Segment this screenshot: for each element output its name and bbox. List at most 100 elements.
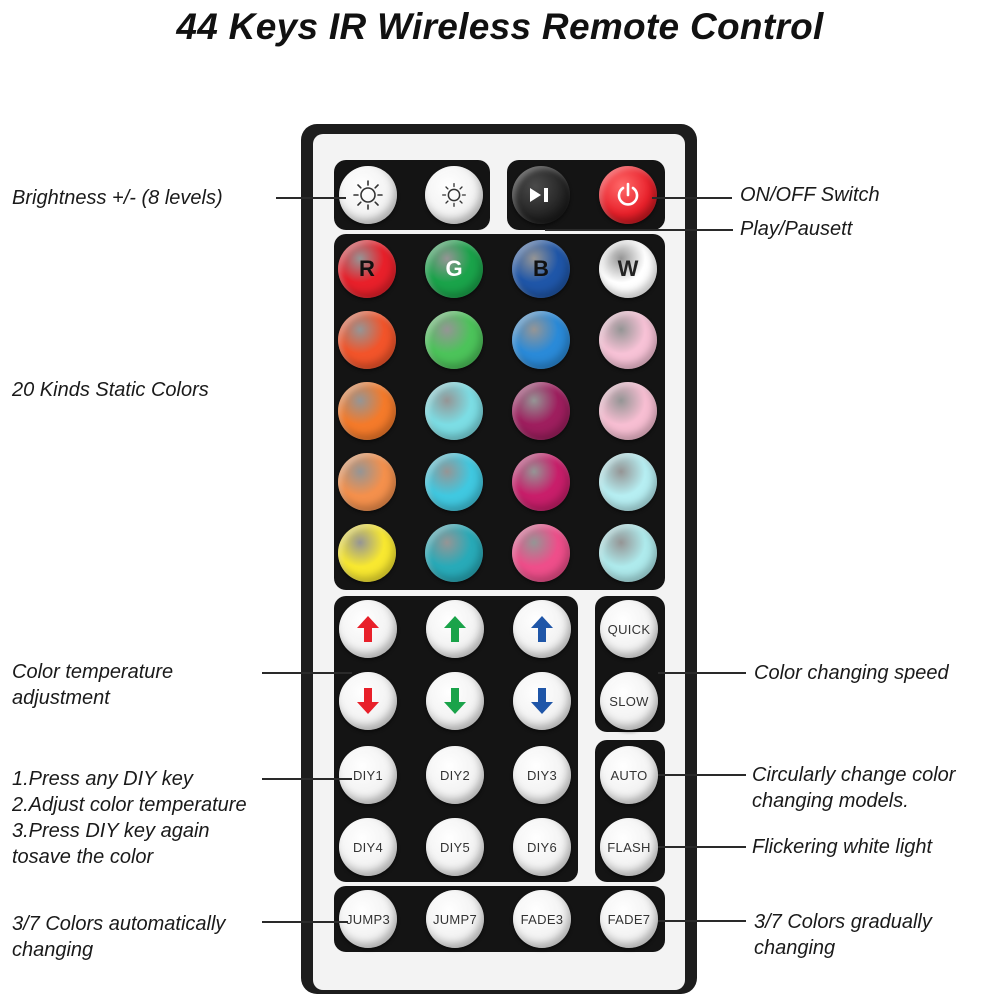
diy3-label: DIY3 [526,767,558,783]
static-color-button[interactable] [338,524,396,582]
label-static-colors: 20 Kinds Static Colors [12,379,209,401]
jump3-button[interactable]: JUMP3 [339,890,397,948]
power-icon [617,182,639,206]
color-button-white[interactable]: W [599,240,657,298]
static-color-button[interactable] [599,524,657,582]
label-speed: Color changing speed [754,662,949,684]
label-color-temp-1: Color temperature [12,661,174,683]
arrow-up-icon [444,616,466,642]
diy5-label: DIY5 [439,839,471,855]
temperature-up-button[interactable] [513,600,571,658]
temperature-down-button[interactable] [513,672,571,730]
label-diy-3: 3.Press DIY key again [12,820,210,842]
brightness-up-icon [353,180,383,210]
static-color-button[interactable] [512,382,570,440]
leader-diy [262,778,352,780]
key-label-g: G [445,256,463,281]
label-fade-1: 3/7 Colors gradually [754,911,932,933]
fade3-button[interactable]: FADE3 [513,890,571,948]
auto-button[interactable]: AUTO [600,746,658,804]
label-color-temp-2: adjustment [12,687,110,709]
label-diy-1: 1.Press any DIY key [12,768,193,790]
static-color-button[interactable] [338,453,396,511]
label-auto-1: Circularly change color [752,764,956,786]
fade7-button[interactable]: FADE7 [600,890,658,948]
label-auto-2: changing models. [752,790,909,812]
static-color-button[interactable] [599,453,657,511]
jump7-label: JUMP7 [432,911,478,927]
diy6-label: DIY6 [526,839,558,855]
page-title: 44 Keys IR Wireless Remote Control [176,6,824,47]
key-label-w: W [617,256,639,281]
static-color-button[interactable] [425,453,483,511]
quick-button[interactable]: QUICK [600,600,658,658]
power-button[interactable] [599,166,657,224]
color-button-red[interactable]: R [338,240,396,298]
arrow-down-icon [357,688,379,714]
static-color-button[interactable] [599,311,657,369]
leader-auto [658,774,746,776]
static-color-button[interactable] [425,382,483,440]
arrow-down-icon [444,688,466,714]
color-button-blue[interactable]: B [512,240,570,298]
static-color-button[interactable] [512,453,570,511]
temperature-up-button[interactable] [339,600,397,658]
leader-fade [658,920,746,922]
diy2-label: DIY2 [439,767,471,783]
leader-color-temp [262,672,352,674]
diy4-button[interactable]: DIY4 [339,818,397,876]
brightness-up-button[interactable] [339,166,397,224]
slow-label: SLOW [609,693,649,709]
static-color-button[interactable] [425,524,483,582]
label-jump-2: changing [12,939,94,961]
color-button-green[interactable]: G [425,240,483,298]
label-fade-2: changing [754,937,836,959]
slow-button[interactable]: SLOW [600,672,658,730]
flash-button[interactable]: FLASH [600,818,658,876]
diy5-button[interactable]: DIY5 [426,818,484,876]
diy3-button[interactable]: DIY3 [513,746,571,804]
brightness-down-button[interactable] [425,166,483,224]
temperature-down-button[interactable] [426,672,484,730]
label-brightness: Brightness +/- (8 levels) [12,187,223,209]
fade7-label: FADE7 [607,911,651,927]
fade3-label: FADE3 [520,911,564,927]
leader-on-off [652,197,732,199]
brightness-down-icon [442,183,466,207]
play-pause-button[interactable] [512,166,570,224]
arrow-up-icon [531,616,553,642]
key-label-b: B [533,256,549,281]
leader-brightness [276,197,346,199]
key-label-r: R [359,256,375,281]
label-jump-1: 3/7 Colors automatically [12,913,226,935]
quick-label: QUICK [607,621,651,637]
leader-play-pause [545,229,733,231]
diy4-label: DIY4 [352,839,384,855]
diy1-label: DIY1 [352,767,384,783]
leader-speed [658,672,746,674]
jump3-label: JUMP3 [345,911,391,927]
temperature-up-button[interactable] [426,600,484,658]
static-color-button[interactable] [512,311,570,369]
leader-flash [658,846,746,848]
static-color-button[interactable] [425,311,483,369]
static-color-button[interactable] [338,382,396,440]
label-flash: Flickering white light [752,836,933,858]
auto-label: AUTO [610,767,648,783]
arrow-up-icon [357,616,379,642]
static-color-button[interactable] [338,311,396,369]
jump7-button[interactable]: JUMP7 [426,890,484,948]
label-diy-2: 2.Adjust color temperature [12,794,247,816]
diy6-button[interactable]: DIY6 [513,818,571,876]
static-color-button[interactable] [599,382,657,440]
diy2-button[interactable]: DIY2 [426,746,484,804]
flash-label: FLASH [607,839,651,855]
temperature-down-button[interactable] [339,672,397,730]
label-diy-4: tosave the color [12,846,154,868]
label-play-pause: Play/Pausett [740,218,853,240]
play-pause-icon [530,188,548,202]
arrow-down-icon [531,688,553,714]
diy1-button[interactable]: DIY1 [339,746,397,804]
label-on-off: ON/OFF Switch [740,184,880,206]
static-color-button[interactable] [512,524,570,582]
